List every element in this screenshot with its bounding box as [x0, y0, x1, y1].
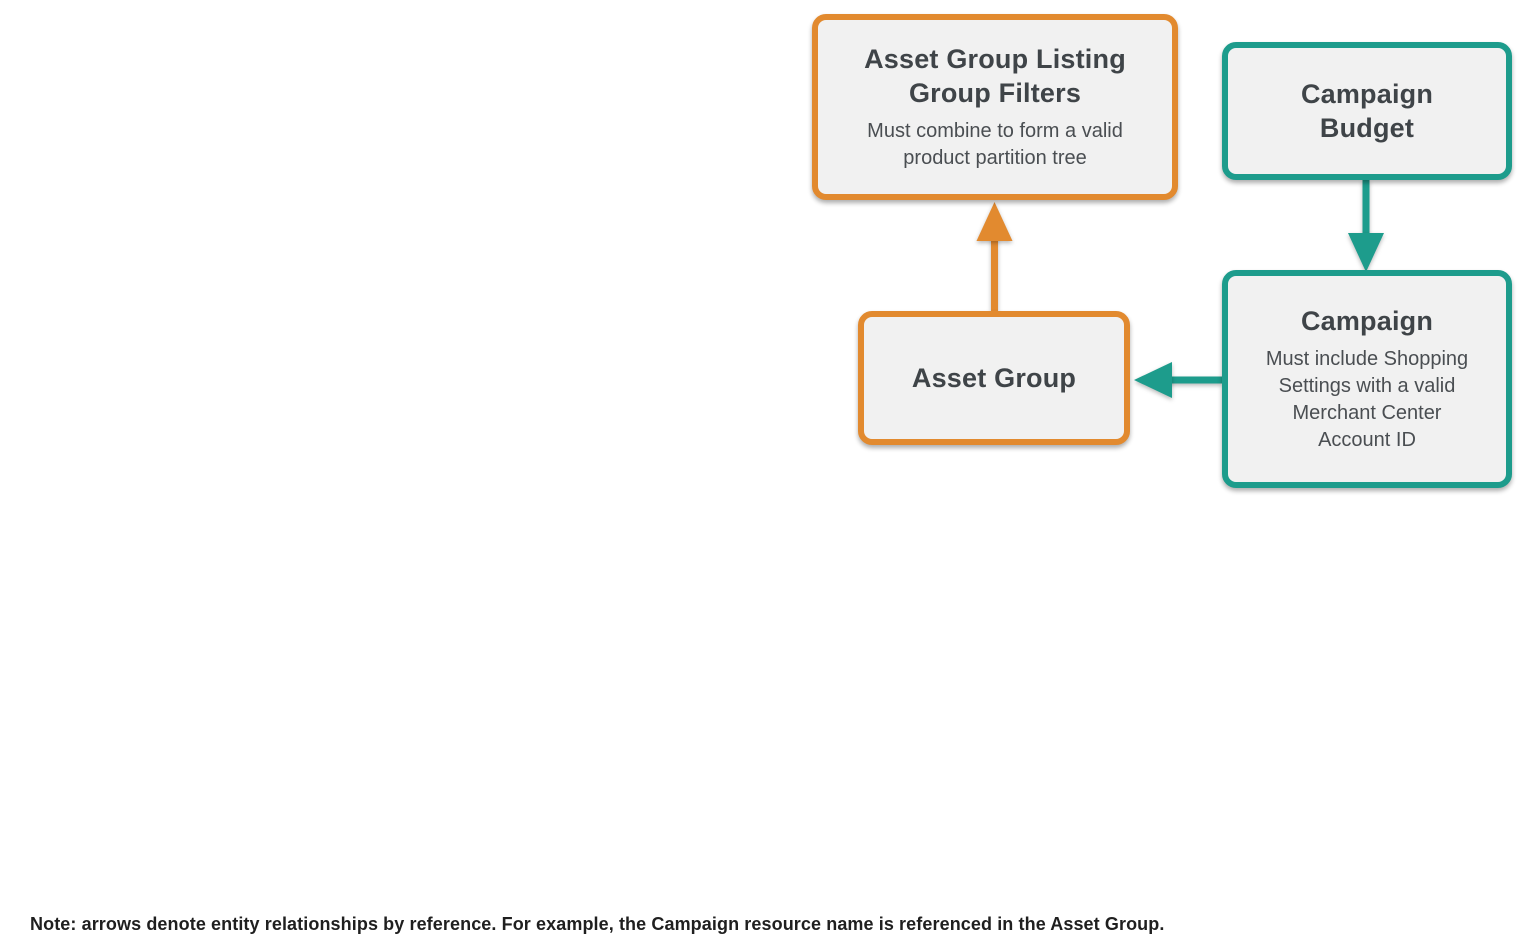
node-campaign: Campaign Must include Shopping Settings … — [1222, 270, 1512, 488]
node-title: Campaign Budget — [1300, 78, 1434, 143]
edge-campaign-budget-to-campaign — [1348, 180, 1384, 272]
node-title: Asset Group — [911, 362, 1077, 393]
node-asset-group: Asset Group — [858, 311, 1130, 445]
node-title: Asset Group Listing Group Filters — [864, 43, 1126, 108]
node-subtitle: Must combine to form a valid product par… — [867, 120, 1123, 170]
edge-campaign-to-asset-group — [1134, 362, 1222, 398]
node-title: Campaign — [1300, 305, 1434, 336]
node-asset-group-listing-group-filters: Asset Group Listing Group Filters Must c… — [812, 14, 1178, 200]
edge-asset-group-to-listing-filters — [976, 202, 1013, 311]
footnote: Note: arrows denote entity relationships… — [30, 914, 1165, 934]
node-subtitle: Must include Shopping Settings with a va… — [1265, 348, 1469, 451]
node-campaign-budget: Campaign Budget — [1222, 42, 1512, 180]
